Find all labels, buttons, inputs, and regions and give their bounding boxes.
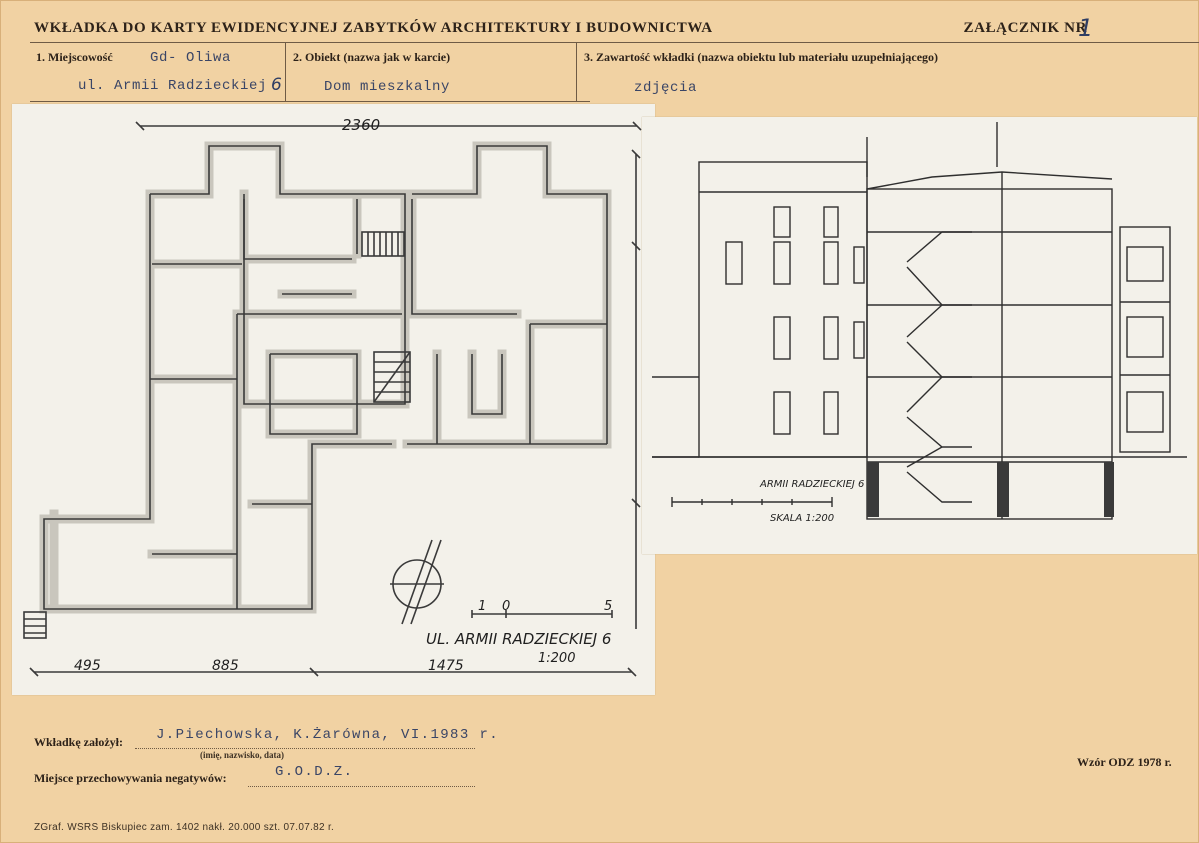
- field-separator: [576, 43, 577, 101]
- section-scale-text: SKALA 1:200: [770, 513, 834, 524]
- founder-hint: (imię, nazwisko, data): [200, 750, 284, 760]
- plan-dim-top: 2360: [342, 116, 380, 134]
- content-value: zdjęcia: [634, 80, 698, 96]
- fields-row: [30, 43, 1199, 101]
- founder-dotline: [135, 748, 475, 749]
- plan-dim-bottom-3: 1475: [428, 658, 464, 674]
- plan-dim-bottom-2: 885: [212, 658, 239, 674]
- locality-value: Gd- Oliwa: [150, 50, 232, 66]
- section-caption: ARMII RADZIECKIEJ 6: [759, 479, 864, 490]
- storage-dotline: [248, 786, 475, 787]
- floor-plan-photo: 2360 495 885 1475 200 1265 845 1 0 5 UL.…: [12, 104, 655, 695]
- plan-scale-0: 0: [502, 599, 510, 614]
- field-separator: [285, 43, 286, 101]
- locality-label: 1. Miejscowość: [36, 50, 113, 64]
- founder-value: J.Piechowska, K.Żarówna, VI.1983 r.: [156, 727, 500, 743]
- content-label: 3. Zawartość wkładki (nazwa obiektu lub …: [584, 50, 939, 64]
- form-version: Wzór ODZ 1978 r.: [1077, 755, 1172, 769]
- plan-scale-5: 5: [604, 599, 612, 614]
- print-info: ZGraf. WSRS Biskupiec zam. 1402 nakł. 20…: [34, 822, 335, 833]
- plan-scale-text: 1:200: [538, 651, 575, 666]
- storage-value: G.O.D.Z.: [275, 764, 354, 780]
- annex-number: 1: [1078, 14, 1094, 42]
- object-label: 2. Obiekt (nazwa jak w karcie): [293, 50, 451, 64]
- object-value: Dom mieszkalny: [324, 79, 451, 95]
- floor-plan-drawing: 2360 495 885 1475 200 1265 845 1 0 5 UL.…: [23, 116, 655, 677]
- annex-label: ZAŁĄCZNIK NR: [963, 20, 1087, 36]
- section-drawing-photo: ARMII RADZIECKIEJ 6 SKALA 1:200: [642, 117, 1197, 554]
- header-rule: [30, 42, 1199, 43]
- fields-bottom-rule: [30, 101, 590, 102]
- storage-label: Miejsce przechowywania negatywów:: [34, 771, 227, 785]
- street-value: ul. Armii Radzieckiej: [78, 78, 268, 94]
- plan-caption: UL. ARMII RADZIECKIEJ 6: [426, 630, 611, 648]
- plan-scale-1: 1: [478, 599, 486, 614]
- plan-dim-bottom-1: 495: [74, 658, 101, 674]
- street-number: 6: [271, 75, 283, 95]
- form-title: WKŁADKA DO KARTY EWIDENCYJNEJ ZABYTKÓW A…: [34, 20, 713, 36]
- section-drawing: ARMII RADZIECKIEJ 6 SKALA 1:200: [652, 122, 1187, 524]
- founder-label: Wkładkę założył:: [34, 735, 123, 749]
